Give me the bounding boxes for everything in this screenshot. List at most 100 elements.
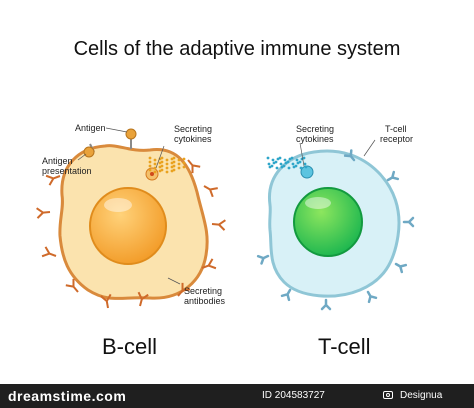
- label-tcell-receptor-line2: receptor: [380, 134, 414, 144]
- tcell-receptor-shape: [320, 298, 332, 311]
- t-cell: [256, 139, 415, 311]
- label-t-secreting-cytokines-line1: Secreting: [296, 124, 335, 134]
- receptor-stroke: [256, 254, 270, 265]
- t-cytokine-dot: [274, 160, 278, 164]
- label-b-secreting-cytokines-line2: cytokines: [174, 134, 212, 144]
- tcell-receptor-shape: [386, 170, 400, 182]
- antibody-stroke: [137, 291, 149, 307]
- t-cytokine-dot: [283, 158, 287, 162]
- t-cytokine-dot: [278, 156, 282, 160]
- t-cell-nucleus: [293, 187, 363, 257]
- b-cell-nucleus: [89, 187, 167, 265]
- b-cytokine-dot: [182, 157, 186, 161]
- antibody-y-shape: [201, 258, 217, 270]
- antibody-y-shape: [100, 293, 112, 309]
- t-cytokine-dot: [299, 166, 303, 170]
- label-antigen: Antigen: [75, 123, 106, 133]
- b-cytokine-dot: [153, 158, 157, 162]
- b-cytokine-dot: [172, 160, 176, 164]
- tcell-receptor-shape: [280, 288, 292, 302]
- label-antigen-presentation-line1: Antigen: [42, 156, 73, 166]
- b-cytokine-dot: [172, 168, 176, 172]
- antibody-y-shape: [137, 291, 149, 307]
- b-cell-vesicle-dot: [150, 172, 154, 176]
- b-cytokine-dot: [165, 162, 169, 166]
- t-cytokine-dot: [295, 158, 299, 162]
- tcell-receptor-shape: [366, 290, 378, 304]
- label-b-secreting-cytokines-line1: Secreting: [174, 124, 213, 134]
- receptor-stroke: [280, 288, 292, 302]
- t-cytokine-dot: [294, 164, 298, 168]
- antibody-stroke: [100, 293, 112, 309]
- label-secreting-antibodies-line2: antibodies: [184, 296, 226, 306]
- t-cytokine-dot: [304, 165, 308, 169]
- antibody-y-shape: [211, 219, 226, 231]
- label-t-secreting-cytokines-line2: cytokines: [296, 134, 334, 144]
- t-cytokine-dot: [279, 162, 283, 166]
- b-cell: [36, 127, 226, 309]
- antibody-y-shape: [36, 207, 51, 219]
- b-cytokine-dot: [148, 156, 152, 160]
- t-cell-leader-lines: [299, 139, 376, 167]
- b-cell-name: B-cell: [102, 334, 158, 359]
- tcell-receptor-shape: [402, 216, 415, 228]
- t-cell-name: T-cell: [318, 334, 371, 359]
- b-cytokine-dot: [148, 168, 152, 172]
- t-cytokine-dot: [286, 160, 290, 164]
- receptor-stroke: [386, 170, 400, 182]
- t-cytokine-dot: [287, 166, 291, 170]
- b-cytokine-dot: [182, 161, 186, 165]
- author-name: Designua: [400, 390, 443, 401]
- antigen-presentation-molecule: [83, 143, 95, 158]
- b-cytokine-dot: [153, 170, 157, 174]
- diagram-title: Cells of the adaptive immune system: [73, 38, 401, 60]
- b-cell-cytokines: [148, 156, 186, 174]
- antibody-y-shape: [177, 282, 191, 297]
- b-cytokine-dot: [153, 166, 157, 170]
- t-cytokine-dot: [282, 164, 286, 168]
- receptor-stroke: [366, 290, 378, 304]
- b-cytokine-dot: [160, 164, 164, 168]
- antibody-y-shape: [203, 185, 218, 198]
- b-cell-antibodies: [36, 159, 226, 309]
- antibody-y-shape: [45, 174, 61, 186]
- stock-footer-bar: dreamstime.com ID 204583727 Designua: [0, 384, 474, 408]
- b-cytokine-dot: [160, 160, 164, 164]
- t-cytokine-dot: [303, 162, 307, 166]
- antibody-stroke: [45, 174, 61, 186]
- antibody-stroke: [36, 207, 51, 219]
- antibody-stroke: [41, 246, 57, 258]
- antibody-y-shape: [65, 278, 79, 293]
- image-id-text: ID 204583727: [262, 390, 325, 401]
- b-cytokine-dot: [182, 165, 186, 169]
- b-cytokine-dot: [148, 160, 152, 164]
- label-tcell-receptor-line1: T-cell: [385, 124, 407, 134]
- tcell-receptor-shape: [343, 149, 356, 162]
- antibody-y-shape: [187, 159, 201, 174]
- b-cytokine-dot: [165, 158, 169, 162]
- b-cytokine-dot: [172, 156, 176, 160]
- tcell-receptor-shape: [394, 262, 408, 274]
- t-cell-receptors: [256, 149, 415, 311]
- b-cytokine-dot: [177, 162, 181, 166]
- diagram-artwork: [36, 127, 415, 311]
- antibody-stroke: [187, 159, 201, 174]
- dreamstime-logo: dreamstime.com: [8, 388, 127, 404]
- b-cytokine-dot: [177, 158, 181, 162]
- b-cytokine-dot: [177, 166, 181, 170]
- antigen-molecule: [125, 128, 137, 149]
- antibody-stroke: [201, 258, 217, 270]
- t-cytokine-dot: [266, 156, 270, 160]
- t-cytokine-dot: [291, 162, 295, 166]
- b-cytokine-dot: [148, 164, 152, 168]
- t-cytokine-dot: [290, 156, 294, 160]
- b-cytokine-dot: [160, 168, 164, 172]
- t-cytokine-dot: [302, 156, 306, 160]
- receptor-stroke: [343, 149, 356, 162]
- t-cell-secreting-vesicle: [300, 165, 314, 179]
- t-cytokine-dot: [270, 164, 274, 168]
- antibody-stroke: [211, 219, 226, 231]
- label-antigen-presentation-line2: presentation: [42, 166, 92, 176]
- t-cytokine-dot: [267, 162, 271, 166]
- b-cytokine-dot: [153, 162, 157, 166]
